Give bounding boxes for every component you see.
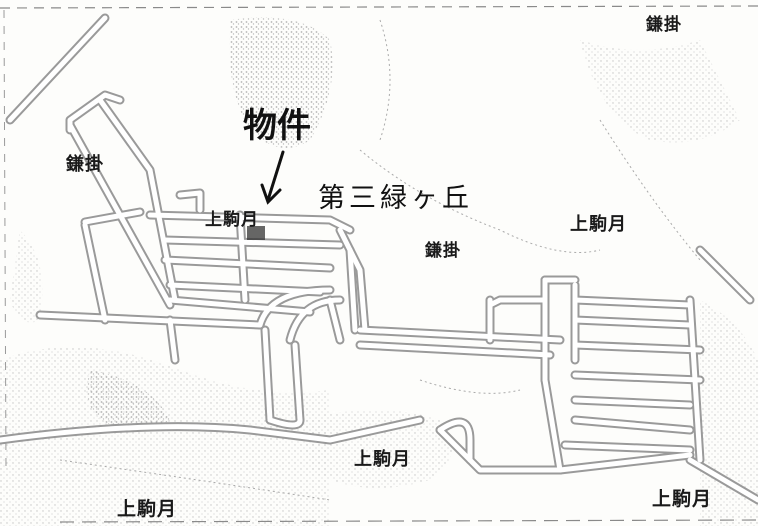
place-label-kamakake-top-right: 鎌掛 [646,15,682,35]
place-label-kamikomazuki-right: 上駒月 [570,214,627,235]
top-boundary-line [0,5,758,9]
arrow-down-icon [260,150,285,205]
property-marker-icon [247,226,265,240]
terrain-lowland-south [0,347,330,526]
property-annotation: 物件 [243,106,311,146]
place-label-kamakake-center: 鎌掛 [425,241,461,261]
terrain-west [10,230,43,323]
district-annotation: 第三緑ヶ丘 [318,183,473,214]
terrain-patch-southwest [86,370,170,430]
bottom-boundary-line [59,519,758,523]
left-boundary-line [3,9,7,471]
terrain-northeast [580,40,740,143]
terrain-hill-top [229,17,333,148]
boundary-dots [59,19,701,501]
place-label-kamikomazuki-bottom-right: 上駒月 [652,488,713,510]
place-label-kamikomazuki-center: 上駒月 [205,210,259,230]
place-label-kamikomazuki-bottom-left: 上駒月 [117,498,178,520]
road-network [0,13,758,505]
place-label-kamikomazuki-bottom-center: 上駒月 [354,449,411,470]
terrain-south-central [300,410,453,488]
place-label-kamakake-left: 鎌掛 [66,154,104,175]
